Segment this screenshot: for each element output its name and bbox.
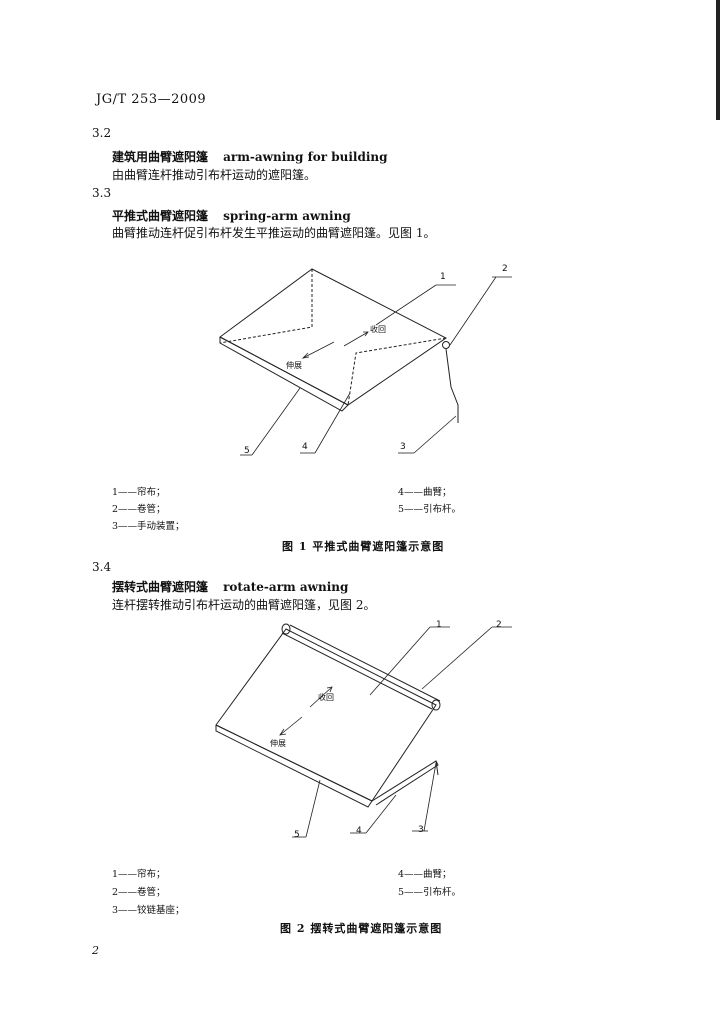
retract-label: 收回	[318, 693, 334, 702]
figure-2-diagram	[215, 623, 512, 838]
callout-3: 3	[418, 825, 424, 835]
callout-1: 1	[440, 272, 446, 282]
section-number: 3.2	[92, 126, 112, 140]
term-line: 摆转式曲臂遮阳篷 rotate-arm awning	[112, 576, 348, 595]
rotate-arm	[371, 760, 439, 806]
scan-edge-mark	[716, 0, 720, 120]
term-line: 建筑用曲臂遮阳篷 arm-awning for building	[112, 146, 388, 165]
section-number: 3.3	[92, 186, 112, 200]
legend-item: 2——卷管；	[112, 504, 166, 515]
section-number: 3.4	[92, 560, 112, 574]
retract-arrow	[343, 331, 369, 347]
manual-crank	[445, 348, 459, 423]
callout-4: 4	[302, 442, 308, 452]
legend-item: 5——引布杆。	[398, 504, 462, 515]
leader-line-3	[413, 415, 457, 454]
callout-5: 5	[294, 830, 300, 840]
callout-3: 3	[400, 442, 406, 452]
leader-line-1	[375, 284, 437, 326]
standard-code-header: JG/T 253—2009	[96, 92, 207, 107]
callout-2: 2	[496, 620, 502, 630]
page-number: 2	[92, 944, 99, 957]
figure-2-caption: 图 2 摆转式曲臂遮阳篷示意图	[280, 922, 443, 935]
term-definition: 曲臂推动连杆促引布杆发生平推运动的曲臂遮阳篷。见图 1。	[112, 226, 436, 240]
leader-line-4	[314, 392, 351, 454]
retract-arrow	[309, 686, 333, 708]
legend-item: 3——铰链基座；	[112, 905, 185, 916]
leader-line-5	[305, 779, 321, 838]
callout-1: 1	[436, 620, 442, 630]
term-definition: 连杆摆转推动引布杆运动的曲臂遮阳篷，见图 2。	[112, 598, 376, 612]
leader-line-3	[423, 762, 437, 832]
term-line: 平推式曲臂遮阳篷 spring-arm awning	[112, 205, 351, 224]
roller-tube-bottom	[281, 632, 433, 710]
term-english: spring-arm awning	[223, 209, 351, 223]
legend-item: 2——卷管；	[112, 887, 166, 898]
folded-arm-outline	[219, 269, 313, 344]
callout-4: 4	[356, 826, 362, 836]
leader-line-5	[251, 387, 301, 456]
figure-1-diagram	[219, 268, 512, 456]
retract-label: 收回	[370, 325, 386, 334]
figure-1-caption: 图 1 平推式曲臂遮阳篷示意图	[282, 540, 445, 553]
extend-arrow	[279, 716, 303, 736]
front-bar	[215, 724, 373, 808]
term-chinese: 摆转式曲臂遮阳篷	[112, 580, 209, 594]
term-english: arm-awning for building	[223, 150, 388, 164]
legend-item: 1——帘布；	[112, 869, 166, 880]
roller-tube-end	[431, 699, 441, 711]
term-chinese: 建筑用曲臂遮阳篷	[112, 150, 209, 164]
legend-item: 4——曲臂；	[398, 869, 452, 880]
term-english: rotate-arm awning	[223, 580, 349, 594]
legend-item: 3——手动装置；	[112, 521, 185, 532]
legend-item: 1——帘布；	[112, 487, 166, 498]
arrow-head	[363, 331, 369, 337]
leader-line-1	[369, 626, 431, 696]
legend-item: 5——引布杆。	[398, 887, 462, 898]
roller-tube-end	[281, 623, 291, 635]
roller-tube	[442, 341, 450, 349]
leader-line-4	[365, 794, 397, 834]
callout-5: 5	[244, 446, 250, 456]
extend-label: 伸展	[286, 361, 302, 370]
legend-item: 4——曲臂；	[398, 487, 452, 498]
leader-line-2	[449, 276, 497, 346]
front-bar	[219, 336, 349, 412]
extend-arrow	[302, 341, 335, 359]
extend-label: 伸展	[270, 739, 286, 748]
roller-tube-top	[289, 624, 441, 702]
term-definition: 由曲臂连杆推动引布杆运动的遮阳篷。	[112, 168, 317, 182]
leader-line-2	[421, 626, 493, 690]
arrow-head	[326, 686, 333, 693]
arrow-head	[279, 728, 287, 736]
folded-arm-outline	[347, 337, 447, 406]
term-chinese: 平推式曲臂遮阳篷	[112, 209, 209, 223]
callout-2: 2	[502, 264, 508, 274]
